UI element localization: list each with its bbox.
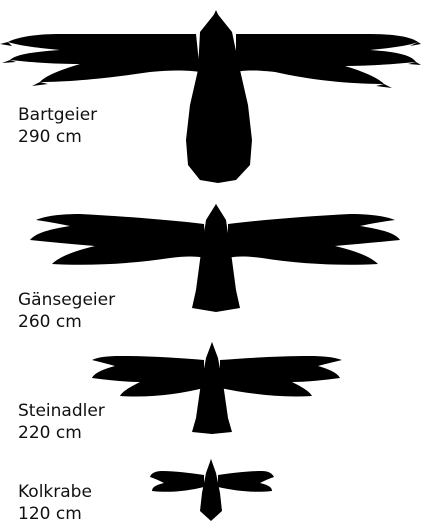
bird-name: Gänsegeier [18, 289, 115, 311]
bird-name: Kolkrabe [18, 481, 92, 503]
bird-wingspan: 120 cm [18, 503, 92, 525]
bird-name: Bartgeier [18, 104, 97, 126]
bird-label-steinadler: Steinadler 220 cm [18, 400, 105, 444]
bird-wingspan: 290 cm [18, 126, 97, 148]
bird-name: Steinadler [18, 400, 105, 422]
bird-label-kolkrabe: Kolkrabe 120 cm [18, 481, 92, 525]
bird-wingspan: 220 cm [18, 422, 105, 444]
bird-label-bartgeier: Bartgeier 290 cm [18, 104, 97, 148]
bird-wingspan: 260 cm [18, 311, 115, 333]
bird-label-gaensegeier: Gänsegeier 260 cm [18, 289, 115, 333]
bearded-vulture-silhouette-icon [0, 0, 421, 190]
